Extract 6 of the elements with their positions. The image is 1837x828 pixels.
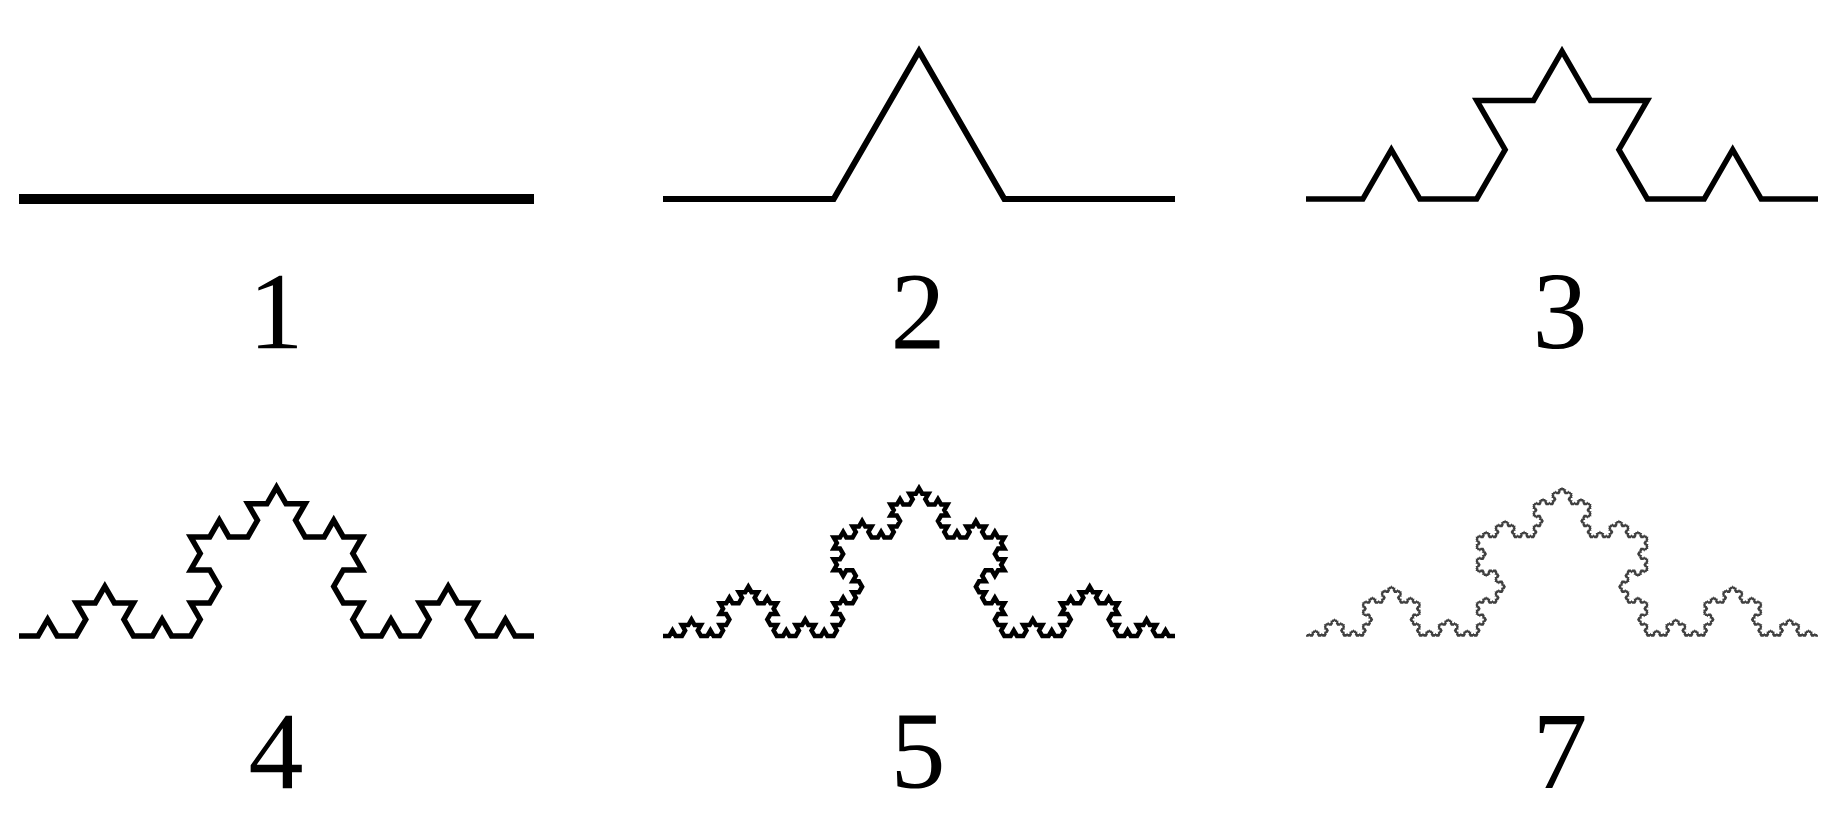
figure-number: 5 [896, 715, 942, 789]
figure-number: 3 [1537, 275, 1584, 349]
figure-number: 4 [250, 715, 302, 789]
figure-number: 7 [1539, 716, 1585, 788]
figure-number: 1 [258, 275, 297, 349]
figure-number: 2 [895, 275, 940, 349]
